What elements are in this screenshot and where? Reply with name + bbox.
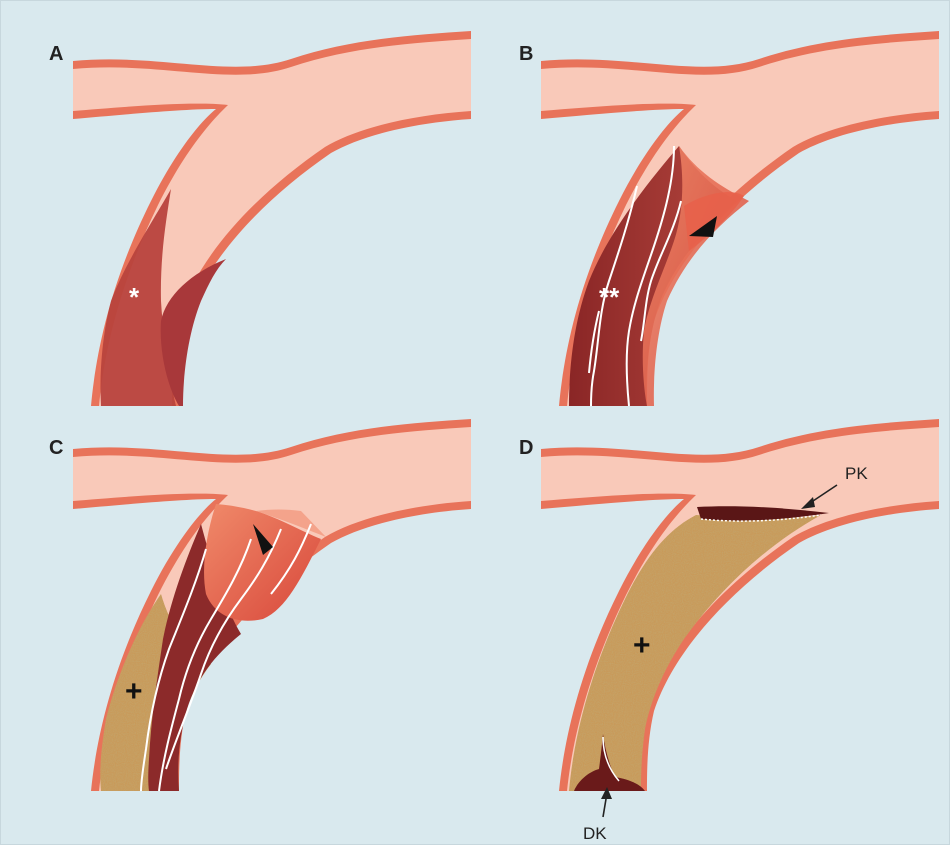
panel-label: D [519,437,533,460]
panel-b: ** B [469,1,944,421]
vessel-diagram-d: PK DK + [469,419,944,839]
organized-clot-marker: + [125,675,143,708]
panel-label: C [49,437,63,460]
panel-a: * A [1,1,476,421]
distal-cap-label: DK [583,824,607,839]
organized-clot-marker: + [633,629,651,662]
vessel-diagram-b: ** [469,1,944,421]
vessel-diagram-a: * [1,1,476,421]
proximal-cap-label: PK [845,464,868,483]
panel-c: + C [1,419,476,839]
vessel-diagram-c: + [1,419,476,839]
panel-label: B [519,43,533,66]
panel-d: PK DK + D [469,419,944,839]
panel-label: A [49,43,63,66]
thrombus-marker: * [129,282,140,312]
thrombus-marker: ** [599,282,620,312]
